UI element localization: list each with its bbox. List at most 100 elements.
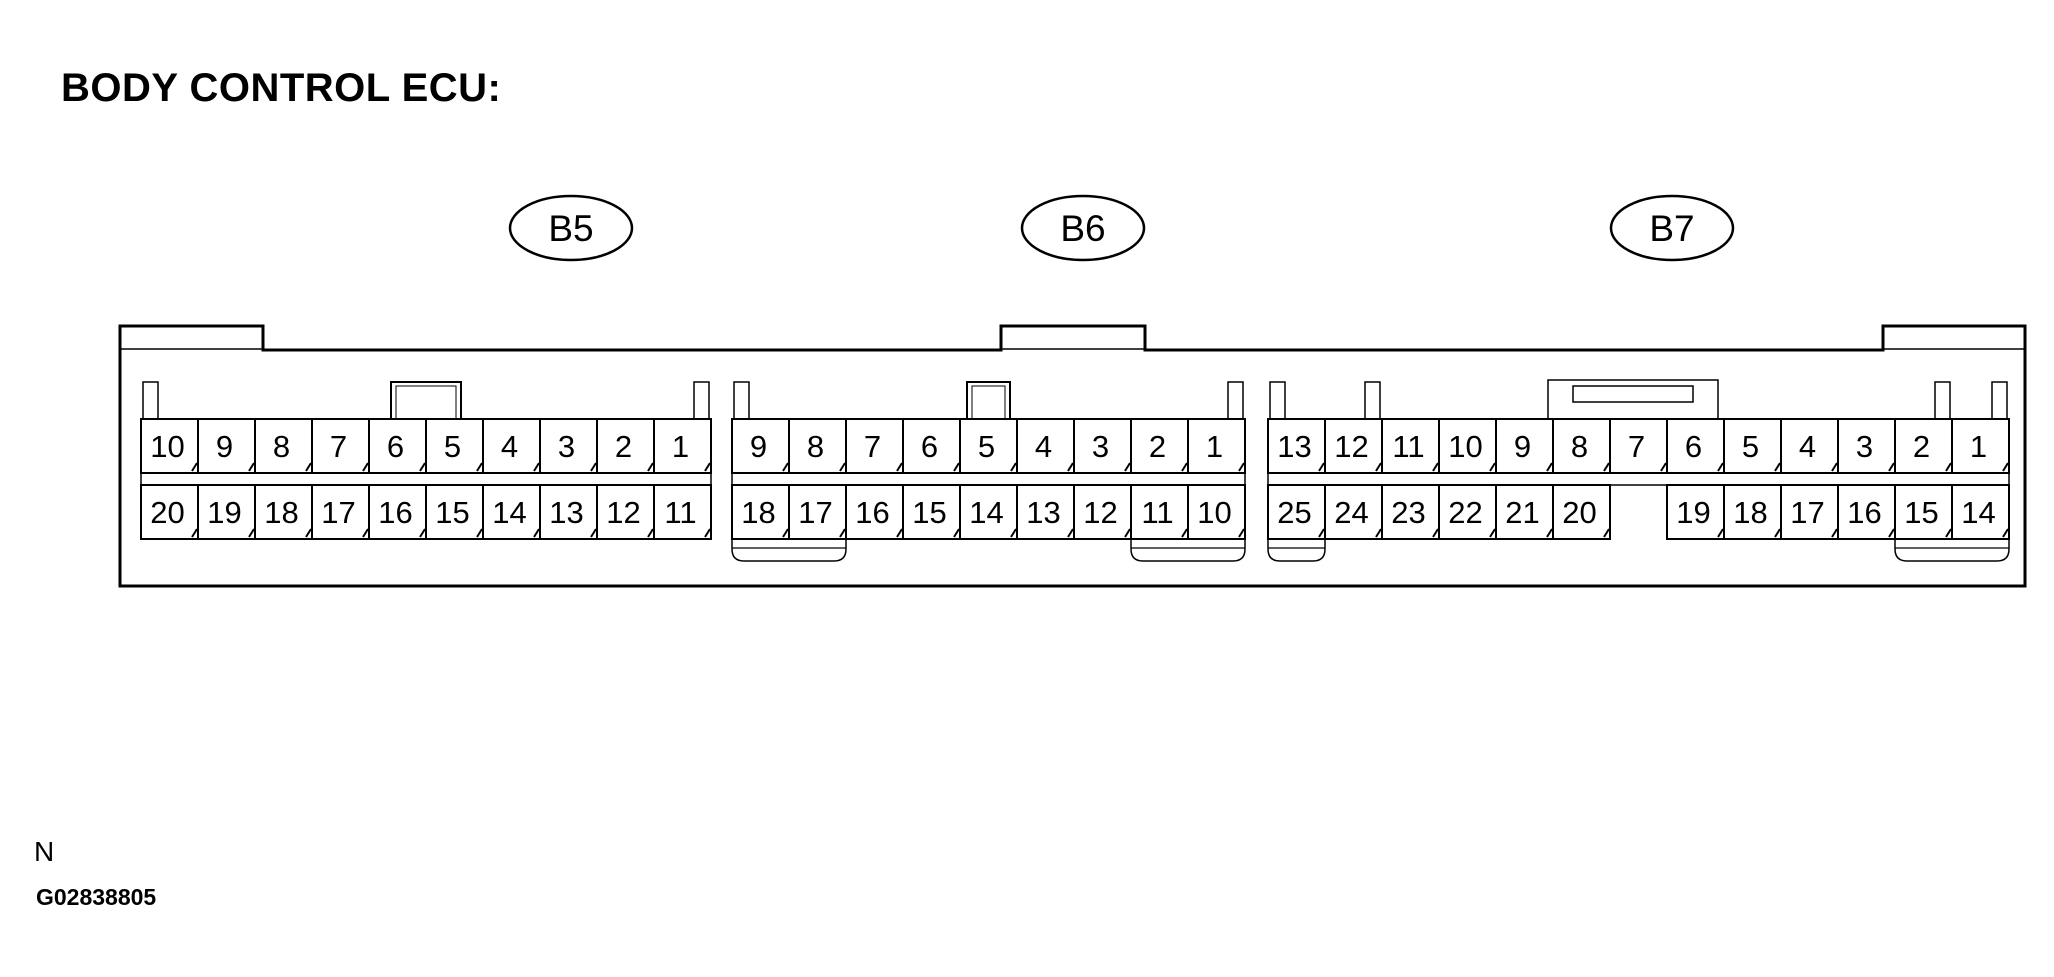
pin-marker bbox=[782, 462, 789, 472]
pin-cell bbox=[1073, 484, 1132, 540]
pin-marker bbox=[1318, 462, 1325, 472]
pin-marker bbox=[647, 528, 654, 538]
pin-number-bottom: 10 bbox=[1197, 495, 1231, 530]
pin-number-top: 7 bbox=[1628, 429, 1645, 464]
pin-marker bbox=[248, 462, 255, 472]
pin-number-bottom: 13 bbox=[1026, 495, 1060, 530]
pin-marker bbox=[1888, 462, 1895, 472]
pin-marker bbox=[305, 528, 312, 538]
pin-marker bbox=[1603, 462, 1610, 472]
pin-marker bbox=[1375, 462, 1382, 472]
pin-marker bbox=[1717, 528, 1724, 538]
pin-number-top: 4 bbox=[501, 429, 518, 464]
pin-marker bbox=[704, 462, 711, 472]
pin-number-top: 5 bbox=[444, 429, 461, 464]
pin-marker bbox=[647, 462, 654, 472]
pin-marker bbox=[248, 528, 255, 538]
pin-number-bottom: 17 bbox=[798, 495, 832, 530]
pin-cell bbox=[1438, 484, 1497, 540]
pin-number-top: 6 bbox=[387, 429, 404, 464]
pin-number-bottom: 17 bbox=[321, 495, 355, 530]
pin-cell bbox=[1951, 484, 2010, 540]
bottom-latch bbox=[1894, 539, 2010, 562]
pin-number-top: 5 bbox=[978, 429, 995, 464]
pin-number-bottom: 17 bbox=[1790, 495, 1824, 530]
pin-cell bbox=[1381, 418, 1440, 474]
pin-cell bbox=[845, 418, 904, 474]
pin-marker bbox=[1432, 462, 1439, 472]
pin-marker bbox=[1067, 528, 1074, 538]
pin-marker bbox=[533, 528, 540, 538]
pin-cell bbox=[482, 484, 541, 540]
pin-marker bbox=[2002, 528, 2009, 538]
pin-marker bbox=[1717, 462, 1724, 472]
diagram-title: BODY CONTROL ECU: bbox=[61, 66, 502, 110]
connector-label: B6 bbox=[1060, 208, 1105, 249]
connector-label: B7 bbox=[1649, 208, 1694, 249]
locking-tab bbox=[693, 381, 710, 420]
pin-number-bottom: 13 bbox=[549, 495, 583, 530]
pin-cell bbox=[731, 418, 790, 474]
pin-marker bbox=[839, 462, 846, 472]
note-text: N bbox=[34, 836, 55, 867]
pin-marker bbox=[1660, 462, 1667, 472]
connector-label-ellipse bbox=[1609, 194, 1735, 262]
pin-number-bottom: 14 bbox=[969, 495, 1003, 530]
pin-marker bbox=[1603, 528, 1610, 538]
pin-marker bbox=[1831, 528, 1838, 538]
pin-marker bbox=[305, 462, 312, 472]
pin-cell bbox=[596, 418, 655, 474]
pin-number-top: 7 bbox=[330, 429, 347, 464]
pin-cell bbox=[539, 484, 598, 540]
key-notch-inner bbox=[971, 385, 1006, 420]
pin-number-top: 2 bbox=[1149, 429, 1166, 464]
pin-marker bbox=[1010, 462, 1017, 472]
pin-cell bbox=[311, 484, 370, 540]
pin-number-top: 9 bbox=[216, 429, 233, 464]
pin-number-top: 5 bbox=[1742, 429, 1759, 464]
pin-number-top: 1 bbox=[1206, 429, 1223, 464]
pin-number-bottom: 14 bbox=[1961, 495, 1995, 530]
pin-number-top: 10 bbox=[150, 429, 184, 464]
pin-number-bottom: 24 bbox=[1334, 495, 1368, 530]
locking-tab bbox=[142, 381, 159, 420]
pin-cell bbox=[197, 418, 256, 474]
pin-number-top: 6 bbox=[921, 429, 938, 464]
pin-marker bbox=[1945, 462, 1952, 472]
pin-cell bbox=[1381, 484, 1440, 540]
pin-number-bottom: 19 bbox=[1676, 495, 1710, 530]
row-divider-band bbox=[1267, 472, 2010, 486]
pin-marker bbox=[1432, 528, 1439, 538]
pin-marker bbox=[419, 528, 426, 538]
pin-cell bbox=[1666, 484, 1725, 540]
pin-number-top: 1 bbox=[1970, 429, 1987, 464]
pin-marker bbox=[1375, 528, 1382, 538]
pin-number-bottom: 18 bbox=[264, 495, 298, 530]
pin-marker bbox=[590, 462, 597, 472]
pin-marker bbox=[419, 462, 426, 472]
pin-number-bottom: 25 bbox=[1277, 495, 1311, 530]
pin-cell bbox=[1016, 484, 1075, 540]
pin-cell bbox=[653, 418, 712, 474]
pin-number-top: 4 bbox=[1799, 429, 1816, 464]
pin-number-bottom: 16 bbox=[855, 495, 889, 530]
pin-cell bbox=[1837, 484, 1896, 540]
pin-number-bottom: 19 bbox=[207, 495, 241, 530]
pin-cell bbox=[845, 484, 904, 540]
pin-marker bbox=[896, 462, 903, 472]
key-notch bbox=[966, 381, 1011, 420]
pin-marker bbox=[191, 528, 198, 538]
pin-number-top: 7 bbox=[864, 429, 881, 464]
pin-number-bottom: 21 bbox=[1505, 495, 1539, 530]
pin-marker bbox=[191, 462, 198, 472]
bottom-latch bbox=[731, 539, 847, 562]
key-notch bbox=[390, 381, 462, 420]
pin-cell bbox=[1130, 418, 1189, 474]
pin-marker bbox=[1945, 528, 1952, 538]
pin-cell bbox=[539, 418, 598, 474]
pin-cell bbox=[1187, 484, 1246, 540]
connector-label-ellipse bbox=[508, 194, 634, 262]
pin-marker bbox=[1124, 528, 1131, 538]
pin-number-top: 4 bbox=[1035, 429, 1052, 464]
